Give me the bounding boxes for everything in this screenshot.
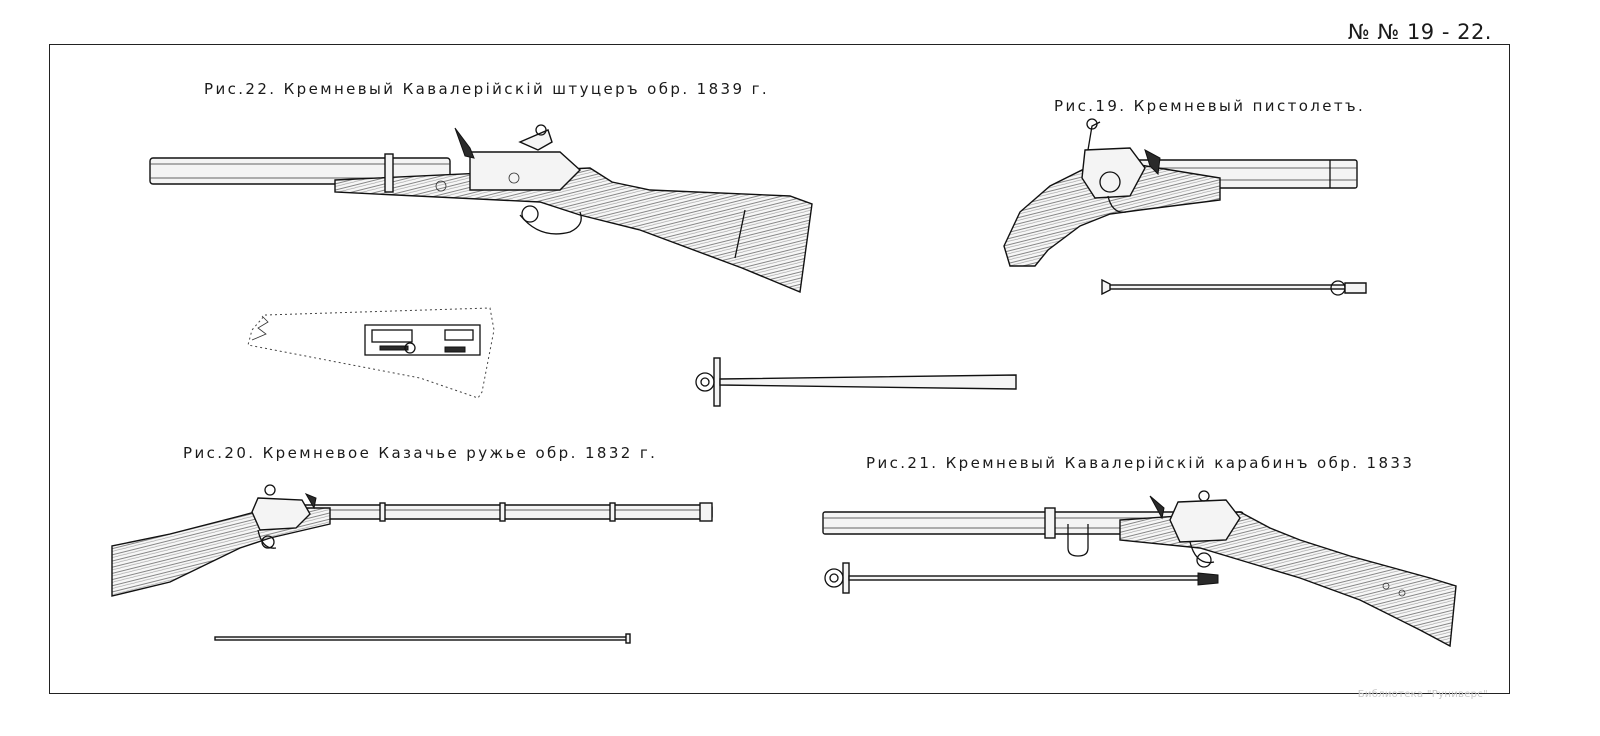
fig22-caption: Рис.22. Кремневый Кавалерiйскiй штуцеръ … [204, 80, 770, 98]
plate-number: № № 19 - 22. [1347, 20, 1492, 44]
fig19-flintlock-pistol-drawing [1003, 118, 1358, 267]
fig22-cavalry-rifle-drawing [149, 124, 813, 293]
fig19-pistol-ramrod-drawing [1101, 278, 1367, 296]
fig20-caption: Рис.20. Кремневое Казачье ружье обр. 183… [183, 444, 658, 462]
plate-frame [49, 44, 1510, 694]
fig21-carbine-ramrod-drawing [824, 562, 1219, 594]
fig21-caption: Рис.21. Кремневый Кавалерiйскiй карабинъ… [866, 454, 1415, 472]
fig20-musket-ramrod-drawing [214, 633, 631, 644]
fig22-stock-patchbox-detail [247, 307, 495, 399]
center-ramrod-drawing [695, 357, 1017, 407]
fig21-cavalry-carbine-drawing [822, 490, 1457, 648]
library-watermark: Библиотека "Руниверс" [1357, 689, 1488, 700]
fig19-caption: Рис.19. Кремневый пистолетъ. [1054, 97, 1366, 115]
fig20-cossack-musket-drawing [111, 484, 713, 597]
